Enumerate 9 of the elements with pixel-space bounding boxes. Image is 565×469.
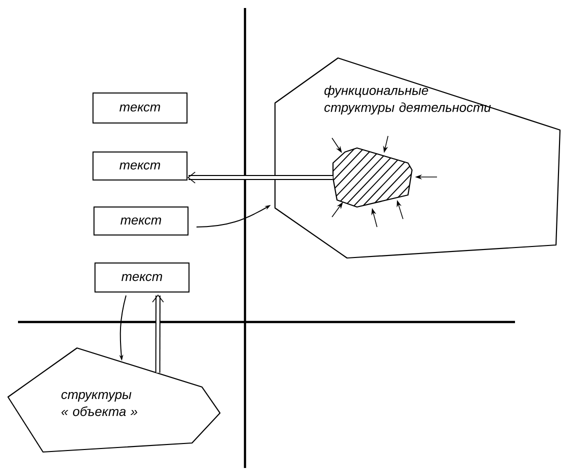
text-box: текст: [94, 206, 188, 236]
object-polygon: структуры « объекта »: [7, 347, 221, 453]
activity-polygon: функциональные структуры деятельности: [274, 57, 561, 259]
double-arrow: [188, 172, 333, 184]
double-arrow: [152, 294, 164, 373]
text-box: текст: [92, 92, 188, 124]
hatched-polygon: [332, 147, 413, 208]
text-box: текст: [94, 262, 190, 292]
text-box: текст: [92, 152, 188, 180]
